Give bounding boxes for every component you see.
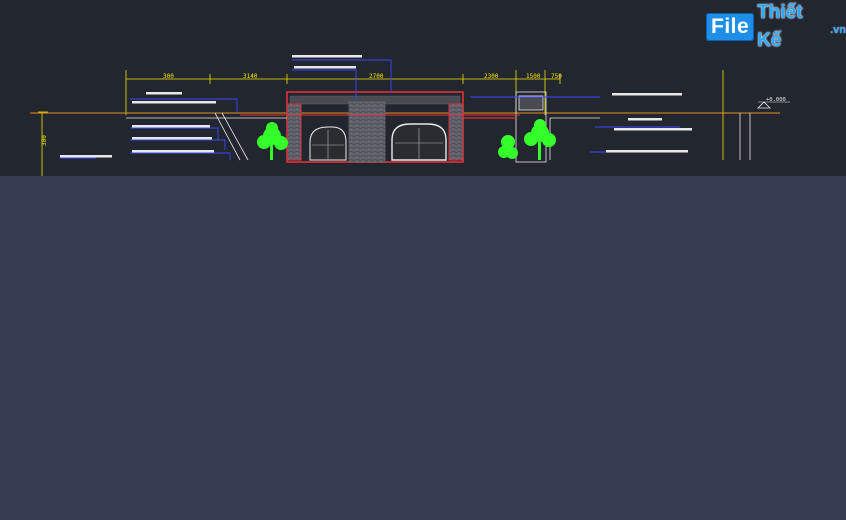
vertical-dimension <box>38 111 48 176</box>
shrub <box>498 135 518 159</box>
logo-tld: .vn <box>830 24 846 36</box>
right-annex <box>463 91 600 163</box>
dim-label: 3140 <box>243 73 258 80</box>
dim-label: 2700 <box>369 73 384 80</box>
dim-label: 750 <box>551 73 562 80</box>
dimension-chain <box>125 70 724 160</box>
tree-left <box>257 122 288 160</box>
left-canopy <box>126 112 287 161</box>
drawing-area-lower <box>96 160 846 176</box>
logo-brand-box: File <box>706 13 755 41</box>
vertical-dim-label: 300 <box>41 135 48 146</box>
site-logo[interactable]: File Thiết Kế .vn <box>706 2 846 51</box>
dim-label: 2300 <box>484 73 499 80</box>
level-marker: +0.000 <box>757 97 790 109</box>
dim-label: 1500 <box>526 73 541 80</box>
level-marker-label: +0.000 <box>766 97 786 103</box>
tree-right <box>524 119 556 160</box>
building-facade <box>286 91 464 163</box>
logo-brand-text: Thiết Kế <box>757 2 803 51</box>
annotation-notes <box>60 55 692 158</box>
dim-label: 300 <box>163 73 174 80</box>
